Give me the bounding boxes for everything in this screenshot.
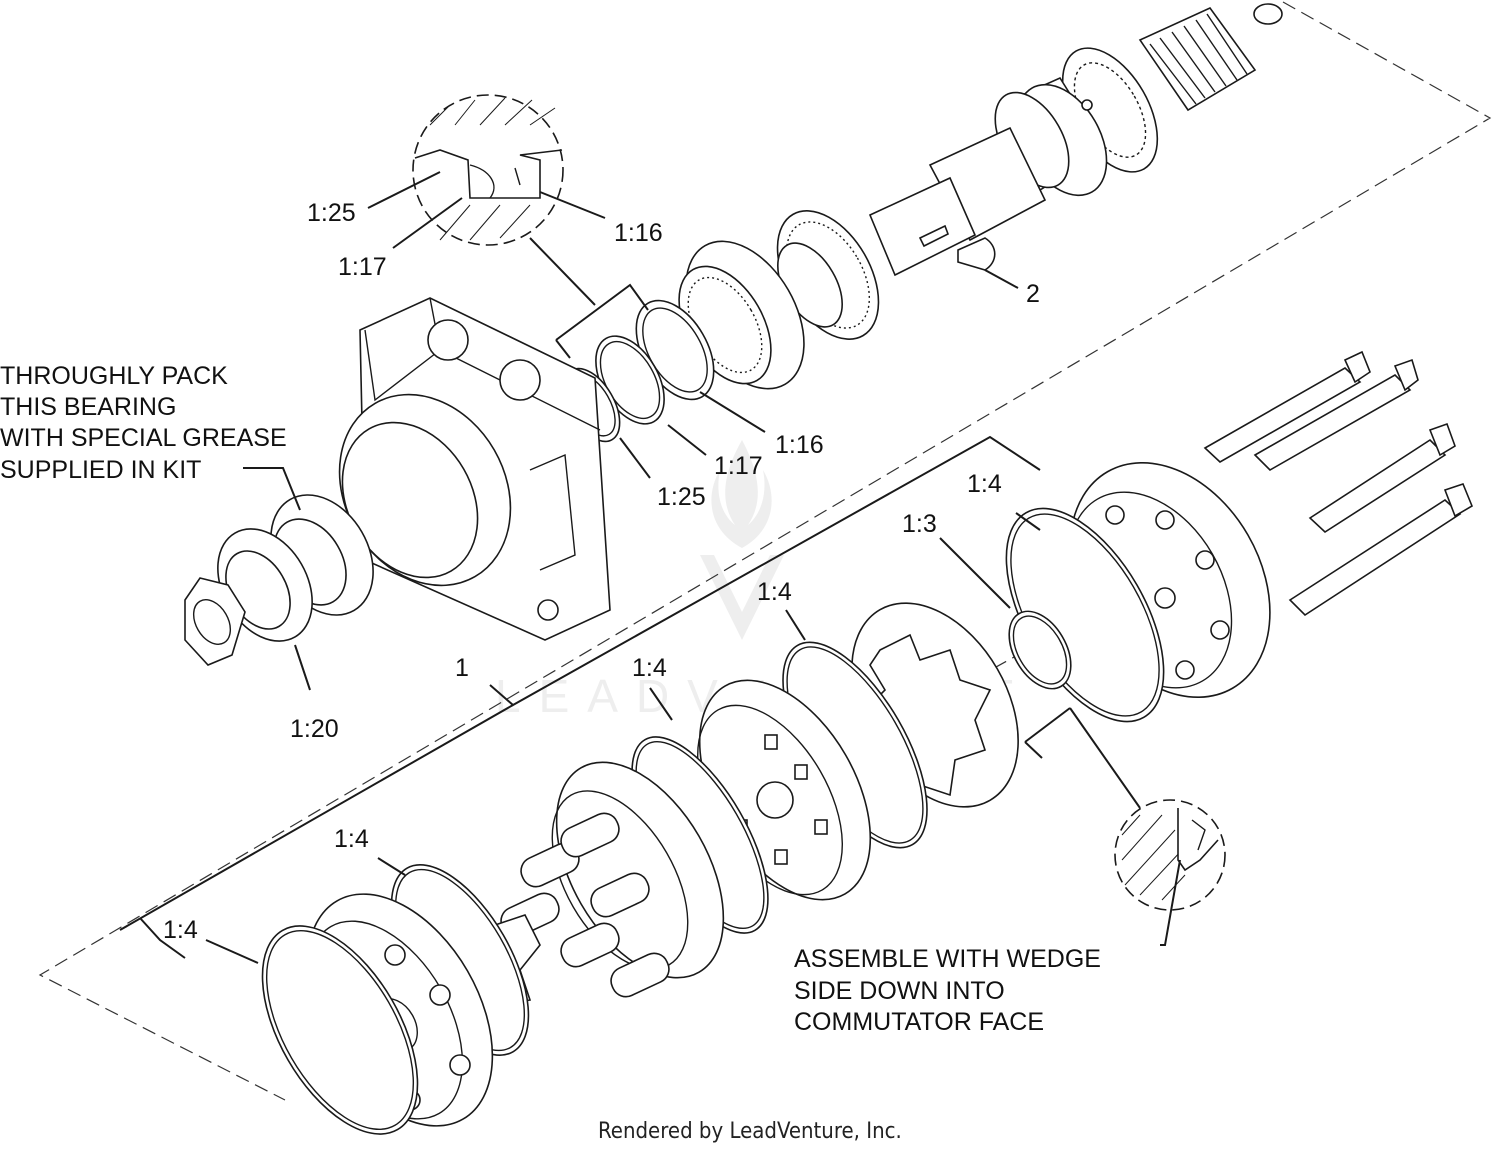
callout-1-4-e: 1:4 <box>163 916 198 944</box>
callout-2: 2 <box>1026 280 1040 308</box>
callout-1-4-a: 1:4 <box>967 470 1002 498</box>
wedge-note-line-1: ASSEMBLE WITH WEDGE <box>794 945 1101 973</box>
small-o-ring <box>1008 610 1072 690</box>
drive-shaft <box>868 3 1283 277</box>
grease-note-line-4: SUPPLIED IN KIT <box>0 456 201 484</box>
callout-1-4-c: 1:4 <box>632 654 667 682</box>
seal-detail-bubble-top <box>412 94 564 246</box>
grease-note: THROUGHLY PACK THIS BEARING WITH SPECIAL… <box>0 362 287 484</box>
leader-lines <box>119 171 1181 964</box>
wedge-note: ASSEMBLE WITH WEDGE SIDE DOWN INTO COMMU… <box>794 945 1101 1036</box>
callout-1-17-top: 1:17 <box>338 253 387 281</box>
grease-note-line-3: WITH SPECIAL GREASE <box>0 424 287 452</box>
callout-1-17-mid: 1:17 <box>714 452 763 480</box>
shaft-key <box>957 237 996 271</box>
callout-1: 1 <box>455 654 469 682</box>
callout-1-16-mid: 1:16 <box>775 431 824 459</box>
callout-1-25-top: 1:25 <box>307 199 356 227</box>
motor-housing <box>338 297 611 641</box>
wedge-note-line-2: SIDE DOWN INTO <box>794 977 1005 1005</box>
callout-1-4-b: 1:4 <box>757 578 792 606</box>
callout-labels: 1:25 1:17 1:16 2 1:17 1:16 1:25 1:4 1:3 … <box>163 199 1040 944</box>
callout-1-4-d: 1:4 <box>334 825 369 853</box>
wedge-detail-bubble <box>1114 799 1226 911</box>
callout-1-3: 1:3 <box>902 510 937 538</box>
callout-1-16-top: 1:16 <box>614 219 663 247</box>
footer-credit: Rendered by LeadVenture, Inc. <box>598 1119 902 1144</box>
grease-note-line-2: THIS BEARING <box>0 393 176 421</box>
callout-1-20: 1:20 <box>290 715 339 743</box>
castle-nut <box>184 577 246 666</box>
o-ring-end <box>261 925 419 1135</box>
mounting-bolts <box>1203 350 1474 617</box>
callout-1-25-mid: 1:25 <box>657 483 706 511</box>
grease-note-line-1: THROUGHLY PACK <box>0 362 228 390</box>
wedge-note-line-3: COMMUTATOR FACE <box>794 1008 1044 1036</box>
gerotor-rollers <box>500 812 670 998</box>
